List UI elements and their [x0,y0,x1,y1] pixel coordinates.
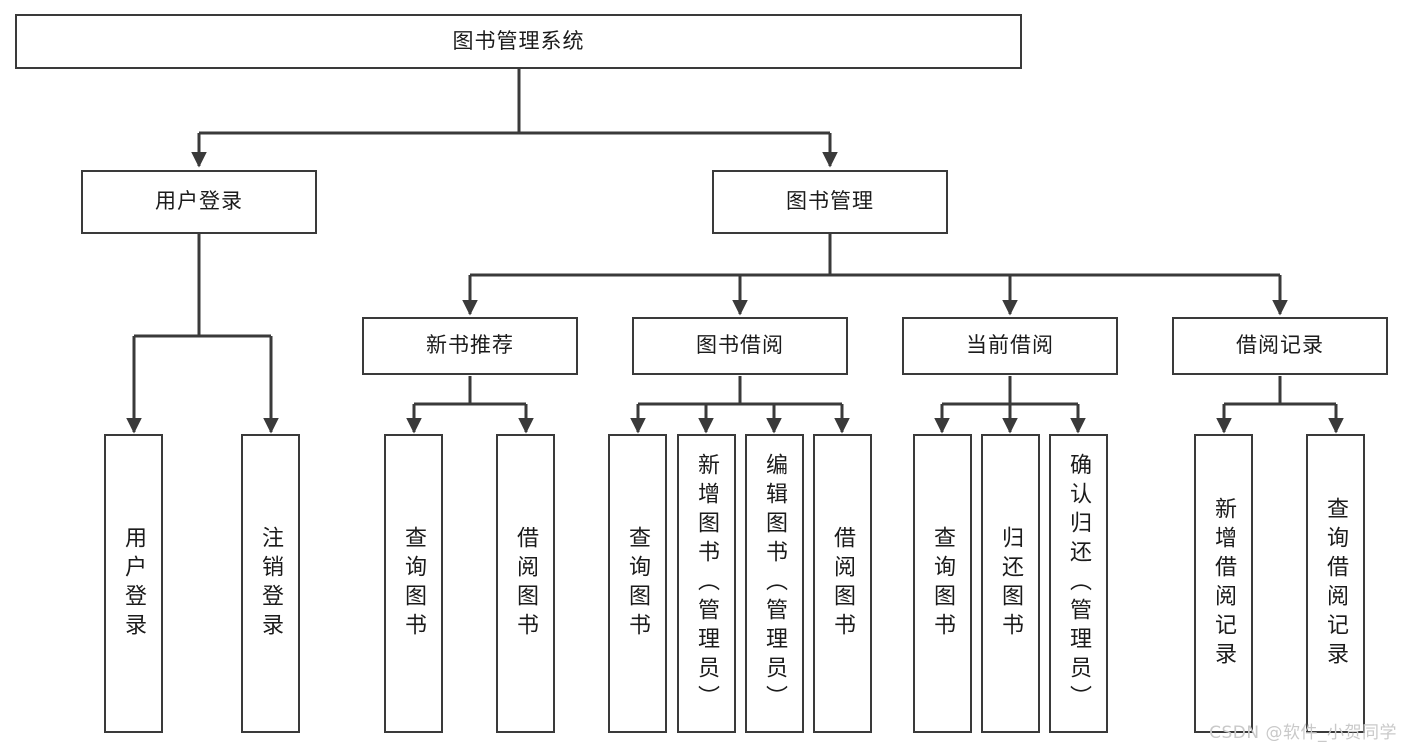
leaf-recommend-query-book-label: 查询图书 [401,525,427,642]
leaf-borrow-query-book-label: 查询图书 [625,525,651,642]
node-current-borrow-label: 当前借阅 [966,333,1054,358]
leaf-borrow-add-book-admin[interactable]: 新增图书（管理员） [677,434,736,733]
leaf-borrow-borrow-book-label: 借阅图书 [830,525,856,642]
leaf-borrow-borrow-book[interactable]: 借阅图书 [813,434,872,733]
leaf-recommend-query-book[interactable]: 查询图书 [384,434,443,733]
node-user-login-label: 用户登录 [155,189,243,214]
leaf-user-login[interactable]: 用户登录 [104,434,163,733]
leaf-record-query-borrow-record-label: 查询借阅记录 [1323,496,1349,671]
leaf-borrow-edit-book-admin[interactable]: 编辑图书（管理员） [745,434,804,733]
leaf-current-confirm-return-admin[interactable]: 确认归还（管理员） [1049,434,1108,733]
leaf-borrow-edit-book-admin-label: 编辑图书（管理员） [762,453,788,714]
leaf-borrow-add-book-admin-label: 新增图书（管理员） [694,453,720,714]
leaf-current-return-book[interactable]: 归还图书 [981,434,1040,733]
leaf-record-add-borrow-record-label: 新增借阅记录 [1211,496,1237,671]
leaf-user-logout-label: 注销登录 [258,525,284,642]
node-user-login[interactable]: 用户登录 [81,170,317,234]
node-new-book-recommend[interactable]: 新书推荐 [362,317,578,375]
leaf-current-confirm-return-admin-label: 确认归还（管理员） [1066,453,1092,714]
leaf-current-return-book-label: 归还图书 [998,525,1024,642]
node-borrow-record[interactable]: 借阅记录 [1172,317,1388,375]
leaf-recommend-borrow-book-label: 借阅图书 [513,525,539,642]
node-new-book-recommend-label: 新书推荐 [426,333,514,358]
node-root[interactable]: 图书管理系统 [15,14,1022,69]
leaf-user-login-label: 用户登录 [121,525,147,642]
node-book-borrow-label: 图书借阅 [696,333,784,358]
leaf-current-query-book-label: 查询图书 [930,525,956,642]
node-borrow-record-label: 借阅记录 [1236,333,1324,358]
leaf-record-query-borrow-record[interactable]: 查询借阅记录 [1306,434,1365,733]
node-root-label: 图书管理系统 [452,28,585,53]
node-book-management-label: 图书管理 [786,189,874,214]
leaf-current-query-book[interactable]: 查询图书 [913,434,972,733]
node-current-borrow[interactable]: 当前借阅 [902,317,1118,375]
node-book-borrow[interactable]: 图书借阅 [632,317,848,375]
leaf-recommend-borrow-book[interactable]: 借阅图书 [496,434,555,733]
node-book-management[interactable]: 图书管理 [712,170,948,234]
watermark: CSDN @软件_小贺同学 [1209,723,1397,743]
leaf-borrow-query-book[interactable]: 查询图书 [608,434,667,733]
leaf-user-logout[interactable]: 注销登录 [241,434,300,733]
leaf-record-add-borrow-record[interactable]: 新增借阅记录 [1194,434,1253,733]
